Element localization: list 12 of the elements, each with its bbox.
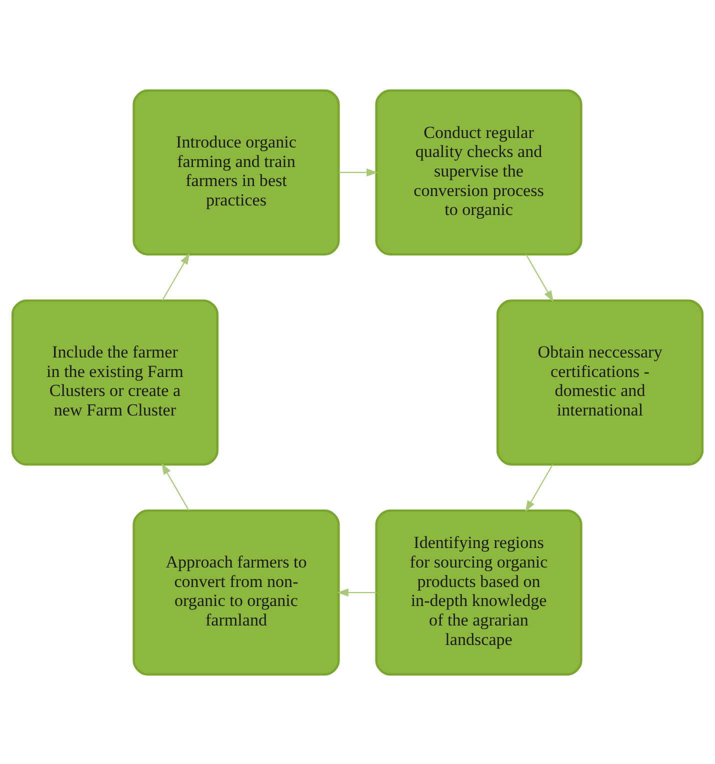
arrow [162,252,190,300]
arrow [337,588,376,596]
arrow [526,254,554,302]
node-box: Obtain neccessary certifications - domestic and international [496,298,704,466]
arrow [525,464,554,512]
arrow [161,462,190,510]
node-box: Include the farmer in the existing Farm Clusters or create a new Farm Cluster [11,298,219,466]
node-box: Approach farmers to convert from non-organic to organic farmland [132,508,340,676]
arrow [338,168,378,176]
node-box: Introduce organic farming and train farmers in best practices [132,88,340,256]
node-box: Identifying regions for sourcing organic products based on in-depth knowledge of the agrarian landscape [375,508,582,676]
node-box: Conduct regular quality checks and supervise the conversion process to organic [375,88,582,256]
